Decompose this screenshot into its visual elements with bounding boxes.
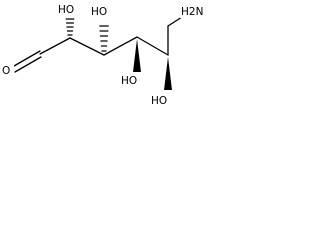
amine-label: H2N: [181, 6, 203, 18]
aldehyde-oxygen-label: O: [2, 65, 10, 77]
solid-wedge-c4-oh: [133, 39, 141, 72]
solid-wedge-c5-oh: [164, 57, 172, 90]
bond-c3-c4: [103, 36, 138, 56]
c3-hydroxyl-label: HO: [91, 6, 107, 18]
bond-c2-c3: [69, 37, 105, 56]
c2-hydroxyl-label: HO: [58, 4, 74, 16]
hashed-wedge-c2-oh: [65, 18, 75, 36]
hashed-wedge-c3-oh: [99, 25, 109, 52]
c4-hydroxyl-label: HO: [121, 75, 137, 87]
molecule-structure: O HO HO H2N HO HO: [0, 2, 206, 107]
c5-hydroxyl-label: HO: [151, 95, 167, 107]
aldehyde-double-bond: [13, 50, 42, 73]
bond-c6-n: [167, 16, 183, 27]
bond-c4-c5: [136, 36, 169, 56]
bond-c1-c2: [39, 37, 71, 55]
